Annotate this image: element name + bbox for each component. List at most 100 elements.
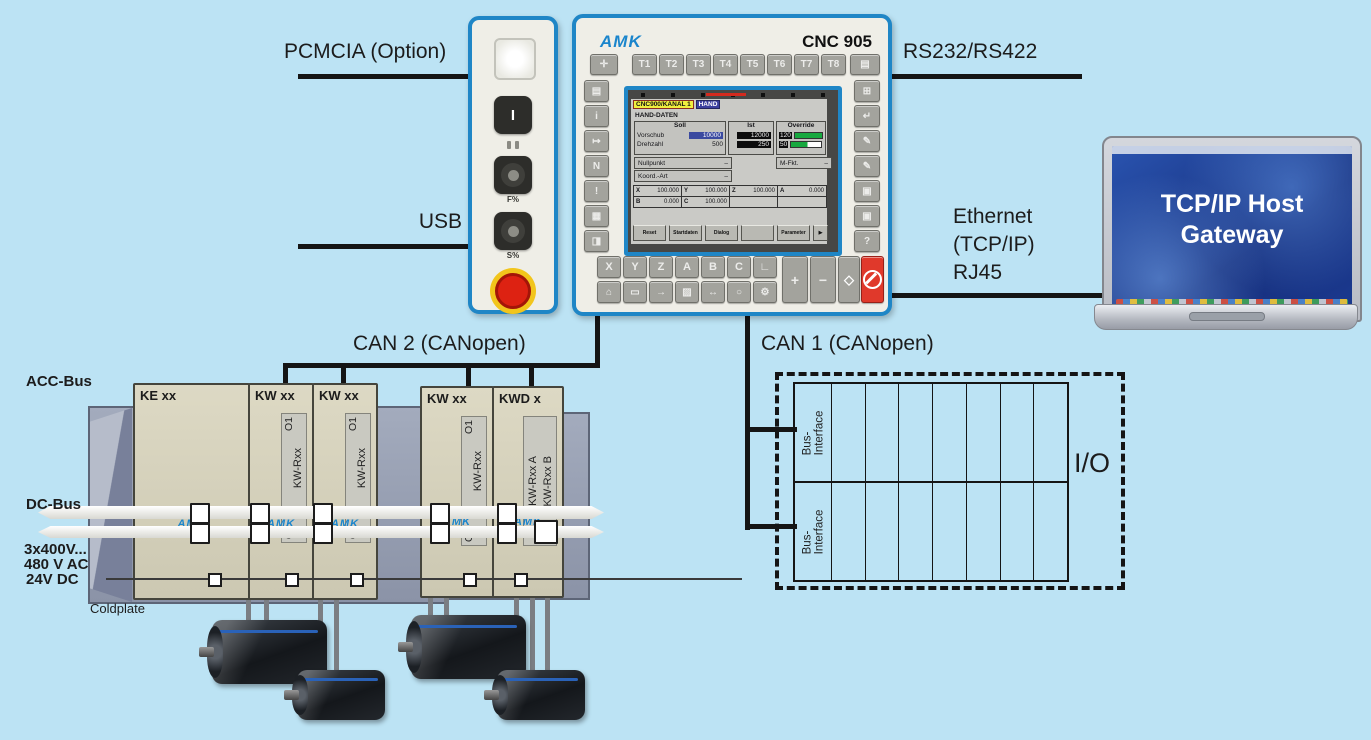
info-button[interactable]: i	[584, 105, 609, 127]
axis-name: Z	[732, 188, 736, 194]
goto-button[interactable]: ↦	[584, 130, 609, 152]
key-home[interactable]: ⌂	[597, 281, 621, 303]
fkey-t5[interactable]: T5	[740, 54, 765, 75]
knob-dot	[507, 169, 519, 181]
module-kw-2: KW xx O1 KW-Rxx O2 AMK	[312, 383, 378, 600]
softkey-startdaten[interactable]: Startdaten	[669, 225, 702, 241]
key-b[interactable]: B	[701, 256, 725, 278]
io-slot	[1034, 483, 1067, 580]
key-feed[interactable]: ▨	[675, 281, 699, 303]
softkey-more[interactable]: ▶	[813, 225, 828, 241]
key-tool[interactable]: ⚙	[753, 281, 777, 303]
can2-stub-3	[466, 366, 471, 390]
speed-row-label: Drehzahl	[637, 141, 664, 148]
coord-type-dropdown[interactable]: Koord.-Art–	[634, 170, 732, 182]
calibration-dot	[761, 92, 765, 97]
info-icon: i	[595, 110, 598, 122]
key-z[interactable]: Z	[649, 256, 673, 278]
edit-button[interactable]: ✎	[854, 130, 880, 152]
window-button[interactable]: ⊞	[854, 80, 880, 102]
keyboard-icon: ▤	[860, 59, 870, 70]
fkey-t6[interactable]: T6	[767, 54, 792, 75]
dc24-label: 24V DC	[26, 571, 79, 588]
mode-tab[interactable]: HAND	[695, 100, 721, 109]
key-label: X	[605, 261, 613, 273]
softkey-dialog[interactable]: Dialog	[705, 225, 738, 241]
key-spindle[interactable]: ○	[727, 281, 751, 303]
key-y[interactable]: Y	[623, 256, 647, 278]
pcmcia-line	[298, 74, 470, 79]
key-jog[interactable]: →	[649, 281, 673, 303]
fkey-t8[interactable]: T8	[821, 54, 846, 75]
feed-setpoint-value: 10000	[689, 132, 723, 139]
option-card-label: KW-Rxx	[356, 448, 368, 489]
exclaim-button[interactable]: !	[584, 180, 609, 202]
page-button[interactable]: ▣	[854, 180, 880, 202]
softkey-reset[interactable]: Reset	[633, 225, 666, 241]
override-header: Override	[787, 122, 815, 129]
emergency-stop-button[interactable]	[490, 268, 536, 314]
key-c[interactable]: C	[727, 256, 751, 278]
softkey-blank[interactable]	[741, 225, 774, 241]
bus-connector	[430, 523, 450, 544]
key-traverse[interactable]: ↔	[701, 281, 725, 303]
speed-override-knob[interactable]	[494, 212, 532, 250]
key-frame[interactable]: ▭	[623, 281, 647, 303]
fkey-t7[interactable]: T7	[794, 54, 819, 75]
menu-button[interactable]: ▤	[584, 80, 609, 102]
zero-point-dropdown[interactable]: Nullpunkt–	[634, 157, 732, 169]
page2-button[interactable]: ▣	[854, 205, 880, 227]
ethernet-label: Ethernet (TCP/IP) RJ45	[953, 203, 1035, 287]
start-button[interactable]: ◇	[838, 256, 860, 303]
dc24-connector	[514, 573, 528, 587]
softkey-label: Dialog	[713, 230, 730, 236]
grid-button[interactable]: ▦	[584, 205, 609, 227]
fkey-label: T8	[827, 59, 840, 70]
minus-button[interactable]: −	[810, 256, 836, 303]
help-button[interactable]: ?	[854, 230, 880, 252]
softkey-parameter[interactable]: Parameter	[777, 225, 810, 241]
laptop-display: TCP/IP Host Gateway	[1112, 146, 1352, 312]
coldplate-label: Coldplate	[90, 601, 145, 616]
setpoint-header: Soll	[674, 122, 686, 129]
m-function-dropdown[interactable]: M-Fkt.–	[776, 157, 832, 169]
feed-override-knob[interactable]	[494, 156, 532, 194]
edit2-button[interactable]: ✎	[854, 155, 880, 177]
speed-actual-value: 250	[737, 141, 771, 148]
channel-tab[interactable]: CNC900/KANAL 1	[633, 100, 694, 109]
key-switch[interactable]: I	[494, 96, 532, 134]
key-x[interactable]: X	[597, 256, 621, 278]
servo-motor-small-2	[484, 670, 585, 720]
rs232-line	[892, 74, 1082, 79]
can2-stub-2	[341, 366, 346, 388]
lamp-button[interactable]	[494, 38, 536, 80]
stop-button[interactable]	[861, 256, 884, 303]
knob-disc	[501, 219, 525, 243]
io-slot	[967, 483, 1001, 580]
actual-header: Ist	[747, 122, 755, 129]
ethernet-label-line2: (TCP/IP)	[953, 233, 1035, 256]
axis-cell-empty	[730, 197, 778, 207]
fkey-t4[interactable]: T4	[713, 54, 738, 75]
page2-icon: ▣	[862, 210, 872, 222]
enter-button[interactable]: ↵	[854, 105, 880, 127]
n-button[interactable]: N	[584, 155, 609, 177]
usb-line	[298, 244, 470, 249]
motor-accent-ring	[216, 630, 318, 634]
split-button[interactable]: ◨	[584, 230, 609, 252]
ethernet-label-line3: RJ45	[953, 261, 1003, 284]
key-endstop[interactable]: ∟	[753, 256, 777, 278]
plus-button[interactable]: +	[782, 256, 808, 303]
dropdown-mark-icon: –	[724, 172, 728, 180]
fkey-t1[interactable]: T1	[632, 54, 657, 75]
key-icon	[515, 141, 519, 149]
fkey-t3[interactable]: T3	[686, 54, 711, 75]
key-a[interactable]: A	[675, 256, 699, 278]
keyboard-button[interactable]: ▤	[850, 54, 880, 75]
fkey-t2[interactable]: T2	[659, 54, 684, 75]
power-button[interactable]: ✛	[590, 54, 618, 75]
io-slot	[1001, 483, 1035, 580]
io-label: I/O	[1074, 448, 1111, 478]
